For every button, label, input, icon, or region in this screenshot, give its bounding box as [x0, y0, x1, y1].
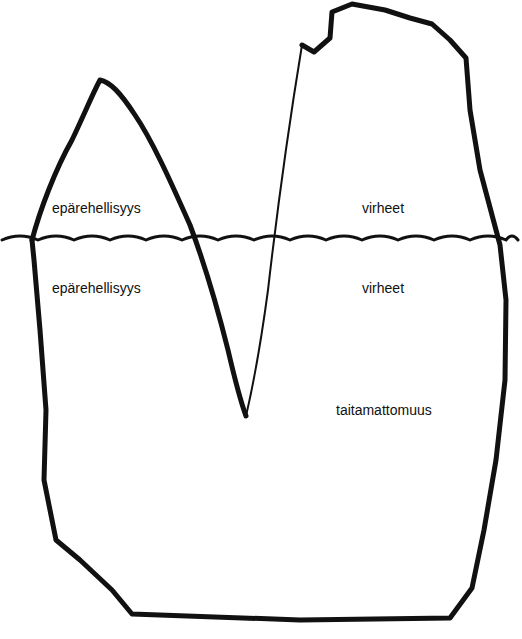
label-above-water: virheet — [362, 200, 404, 217]
label-below-water: taitamattomuus — [336, 402, 432, 419]
label-below-water: epärehellisyys — [52, 280, 141, 297]
water-line — [2, 236, 518, 240]
small-iceberg-outline — [32, 80, 246, 416]
large-iceberg-outline — [32, 4, 506, 620]
label-above-water: epärehellisyys — [52, 200, 141, 217]
iceberg-divider-line — [246, 45, 302, 416]
label-below-water: virheet — [362, 280, 404, 297]
